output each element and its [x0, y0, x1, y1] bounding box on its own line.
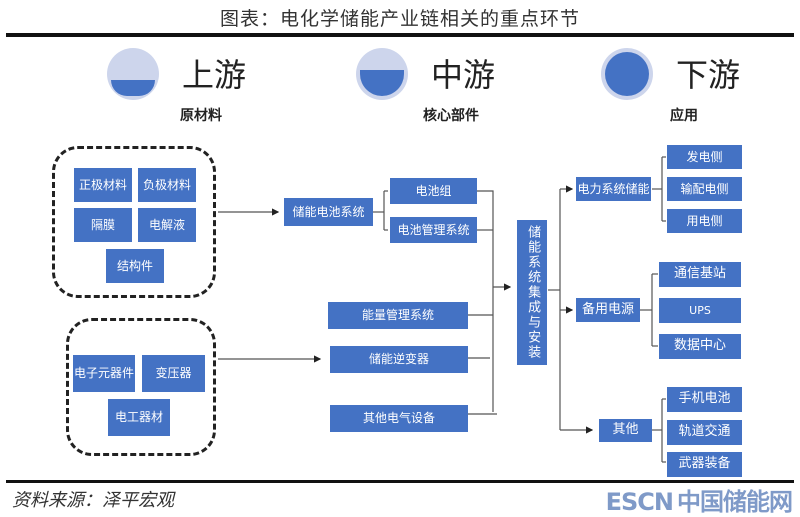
box-rail-transit: 轨道交通	[667, 420, 742, 445]
upstream-stage-icon	[107, 48, 159, 100]
box-backup-power: 备用电源	[576, 298, 640, 322]
bottom-rule	[6, 480, 794, 483]
box-anode-material: 负极材料	[138, 168, 196, 202]
box-consumer-side: 用电侧	[667, 209, 742, 233]
box-phone-battery: 手机电池	[667, 387, 742, 412]
box-bms: 电池管理系统	[390, 217, 477, 243]
box-transformer: 变压器	[142, 355, 205, 392]
box-cathode-material: 正极材料	[74, 168, 132, 202]
downstream-subtitle: 应用	[670, 108, 698, 124]
box-other-applications: 其他	[599, 419, 652, 442]
chart-title: 图表：电化学储能产业链相关的重点环节	[219, 8, 580, 30]
box-telecom-base-station: 通信基站	[659, 262, 741, 287]
downstream-title: 下游	[676, 56, 741, 94]
box-electrical-equipment: 电工器材	[108, 399, 170, 436]
downstream-stage-icon	[601, 48, 653, 100]
box-grid-side: 输配电侧	[667, 177, 742, 201]
midstream-subtitle: 核心部件	[423, 108, 479, 124]
box-ups: UPS	[659, 298, 741, 323]
box-military-equipment: 武器装备	[667, 452, 742, 477]
box-system-integration: 储能系统集成与安装	[517, 220, 547, 365]
box-battery-system: 储能电池系统	[284, 198, 373, 226]
box-generation-side: 发电侧	[667, 145, 742, 169]
box-data-center: 数据中心	[659, 334, 741, 359]
box-separator: 隔膜	[74, 208, 132, 242]
upstream-title: 上游	[182, 56, 247, 94]
midstream-stage-icon	[356, 48, 408, 100]
upstream-subtitle: 原材料	[180, 108, 222, 124]
box-other-electrical: 其他电气设备	[330, 405, 468, 432]
upstream-materials-group	[52, 146, 216, 298]
watermark-en: ESCN	[605, 488, 674, 516]
upstream-electrical-group	[66, 318, 216, 456]
box-battery-pack: 电池组	[390, 178, 477, 204]
source-note: 资料来源：泽平宏观	[12, 490, 174, 511]
box-structural-parts: 结构件	[106, 249, 164, 283]
box-ems: 能量管理系统	[328, 302, 468, 329]
top-rule	[6, 33, 794, 37]
watermark-cn: 中国储能网	[677, 488, 793, 516]
box-electronic-components: 电子元器件	[73, 355, 135, 392]
box-pcs: 储能逆变器	[330, 346, 468, 373]
box-power-system-storage: 电力系统储能	[576, 177, 651, 201]
midstream-title: 中游	[431, 56, 496, 94]
box-electrolyte: 电解液	[138, 208, 196, 242]
